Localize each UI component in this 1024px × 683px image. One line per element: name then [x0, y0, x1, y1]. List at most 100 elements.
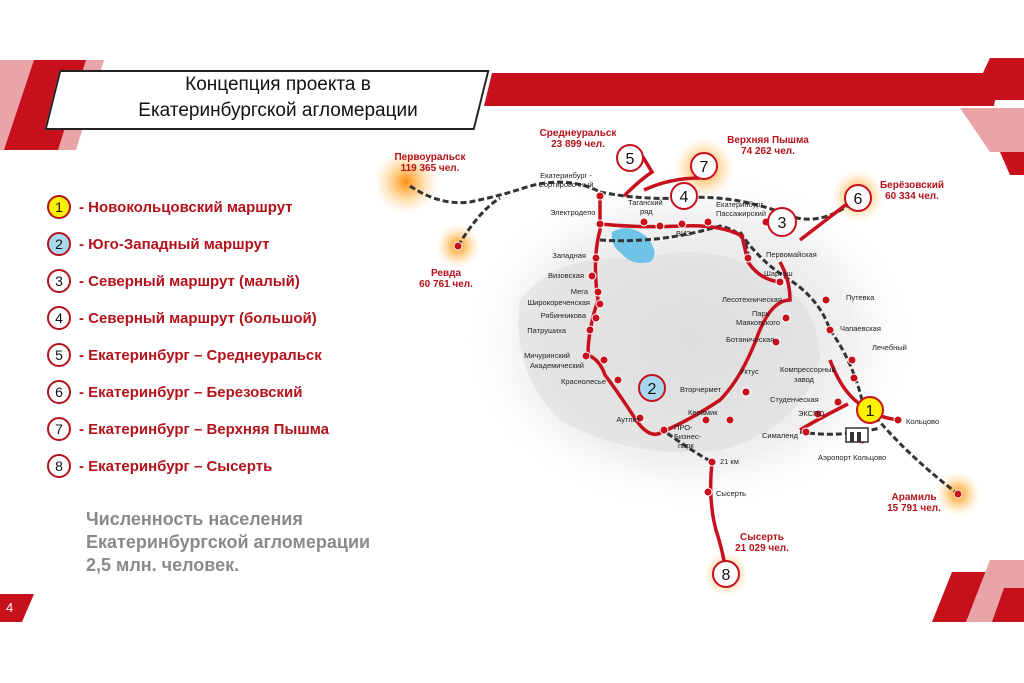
- station-park-1: Парк: [752, 309, 770, 318]
- population-line-2: Екатеринбургской агломерации: [86, 532, 371, 552]
- dot-krasnolesye: [613, 375, 623, 385]
- station-tagansky-1: Таганский: [628, 198, 663, 207]
- dot-simalend: [801, 427, 811, 437]
- station-putevka: Путевка: [846, 293, 875, 302]
- stripe-right-light: [960, 108, 1024, 152]
- dot-putevka: [821, 295, 831, 305]
- dot-shartash: [775, 277, 785, 287]
- station-pro-biznes-3: парк: [678, 441, 694, 450]
- station-labels: Екатеринбург - Сортировочный Электродепо…: [524, 171, 939, 498]
- station-patrushiha: Патрушиха: [527, 326, 567, 335]
- dot-kompressorny: [849, 373, 859, 383]
- legend-label-4: - Северный маршрут (большой): [79, 309, 317, 327]
- station-kompressorny-2: завод: [794, 375, 815, 384]
- station-ekb-pass-2: Пассажирский: [716, 209, 766, 218]
- station-sortirovochny-1: Екатеринбург -: [540, 171, 592, 180]
- town-aramil-name: Арамиль: [892, 492, 937, 503]
- airport-icon: [845, 427, 869, 443]
- marker-route-2: [638, 374, 666, 402]
- dot-autlet: [635, 413, 645, 423]
- city-area: [518, 252, 820, 452]
- rail-center: [599, 224, 750, 263]
- legend-badge-1: 1: [47, 195, 71, 219]
- town-labels: Первоуральск 119 365 чел. Ревда 60 761 ч…: [394, 128, 944, 554]
- dot-vizovskaya: [587, 271, 597, 281]
- station-viz: ВИЗ: [676, 229, 691, 238]
- legend-badge-2: 2: [47, 232, 71, 256]
- dot-patrushiha: [585, 325, 595, 335]
- station-vizovskaya: Визовская: [548, 271, 584, 280]
- marker-route-3: [767, 207, 797, 237]
- station-tagansky-2: ряд: [640, 207, 653, 216]
- town-sysert-pop: 21 029 чел.: [735, 543, 789, 554]
- legend-label-5: - Екатеринбург – Среднеуральск: [79, 346, 322, 364]
- legend-badge-8: 8: [47, 454, 71, 478]
- stripe-right-small: [1000, 152, 1024, 175]
- route-southeast: [661, 261, 792, 434]
- station-kompressorny-1: Компрессорный: [780, 365, 836, 374]
- dot-mega: [593, 287, 603, 297]
- town-sredneuralsk-name: Среднеуральск: [540, 128, 618, 139]
- town-aramil-pop: 15 791 чел.: [887, 503, 941, 514]
- dot-vtorchermet: [725, 415, 735, 425]
- dot-botanicheskaya: [771, 337, 781, 347]
- station-ekb-pass-1: Екатеринбург: [716, 200, 763, 209]
- population-text: Численность населения Екатеринбургской а…: [86, 508, 370, 577]
- legend-item-4: 4 - Северный маршрут (большой): [47, 303, 317, 333]
- station-koltsovo: Кольцово: [906, 417, 939, 426]
- station-studencheskaya: Студенческая: [770, 395, 819, 404]
- header-band: [484, 73, 1000, 106]
- legend-item-3: 3 - Северный маршрут (малый): [47, 266, 300, 296]
- page-corner: [0, 594, 34, 622]
- town-vpyshma-pop: 74 262 чел.: [741, 146, 795, 157]
- town-pervouralsk-pop: 119 365 чел.: [401, 163, 460, 174]
- station-keramik: Керамик: [688, 408, 718, 417]
- legend-label-8: - Екатеринбург – Сысерть: [79, 457, 273, 475]
- station-pro-biznes-2: Бизнес-: [674, 432, 702, 441]
- rail-pervouralsk: [409, 180, 601, 205]
- legend-item-1: 1 - Новокольцовский маршрут: [47, 192, 293, 222]
- marker-route-7: [690, 152, 718, 180]
- page-title: Концепция проекта в Екатеринбургской агл…: [88, 72, 468, 124]
- town-sysert-name: Сысерть: [740, 532, 784, 543]
- marker-route-1: [856, 396, 884, 424]
- marker-route-6: [844, 184, 872, 212]
- town-berezovsky-name: Берёзовский: [880, 180, 944, 191]
- station-shartash: Шарташ: [764, 269, 793, 278]
- town-revda-name: Ревда: [431, 268, 461, 279]
- dot-studencheskaya: [833, 397, 843, 407]
- town-revda-pop: 60 761 чел.: [419, 279, 473, 290]
- station-botanicheskaya: Ботаническая: [726, 335, 774, 344]
- dot-ekspo: [813, 409, 823, 419]
- station-chapaevskaya: Чапаевская: [840, 324, 881, 333]
- marker-route-4: [670, 182, 698, 210]
- station-lechebny: Лечебный: [872, 343, 907, 352]
- legend-badge-6: 6: [47, 380, 71, 404]
- dot-pro-biznes: [659, 425, 669, 435]
- route-north: [599, 222, 781, 284]
- marker-route-5: [616, 144, 644, 172]
- legend-item-7: 7 - Екатеринбург – Верхняя Пышма: [47, 414, 329, 444]
- marker-route-5-label: 5: [626, 151, 635, 168]
- dot-keramik: [701, 415, 711, 425]
- rail-revda: [456, 196, 501, 247]
- route-markers: 2 1 3 4 5 6 7 8: [616, 144, 884, 588]
- dot-21km: [707, 457, 717, 467]
- lake: [611, 228, 655, 263]
- dot-michurinsky: [581, 351, 591, 361]
- population-line-1: Численность населения: [86, 509, 303, 529]
- station-21km: 21 км: [720, 457, 739, 466]
- legend-item-5: 5 - Екатеринбург – Среднеуральск: [47, 340, 322, 370]
- marker-route-8: [712, 560, 740, 588]
- station-airport: Аэропорт Кольцово: [818, 453, 886, 462]
- marker-route-6-label: 6: [854, 191, 863, 208]
- legend-badge-5: 5: [47, 343, 71, 367]
- dot-ryabinnikova: [591, 313, 601, 323]
- marker-route-8-label: 8: [722, 567, 731, 584]
- marker-route-7-label: 7: [700, 159, 709, 176]
- dot-akademichesky: [599, 355, 609, 365]
- dot-pervomayskaya: [743, 253, 753, 263]
- dot-elektrodepo: [595, 219, 605, 229]
